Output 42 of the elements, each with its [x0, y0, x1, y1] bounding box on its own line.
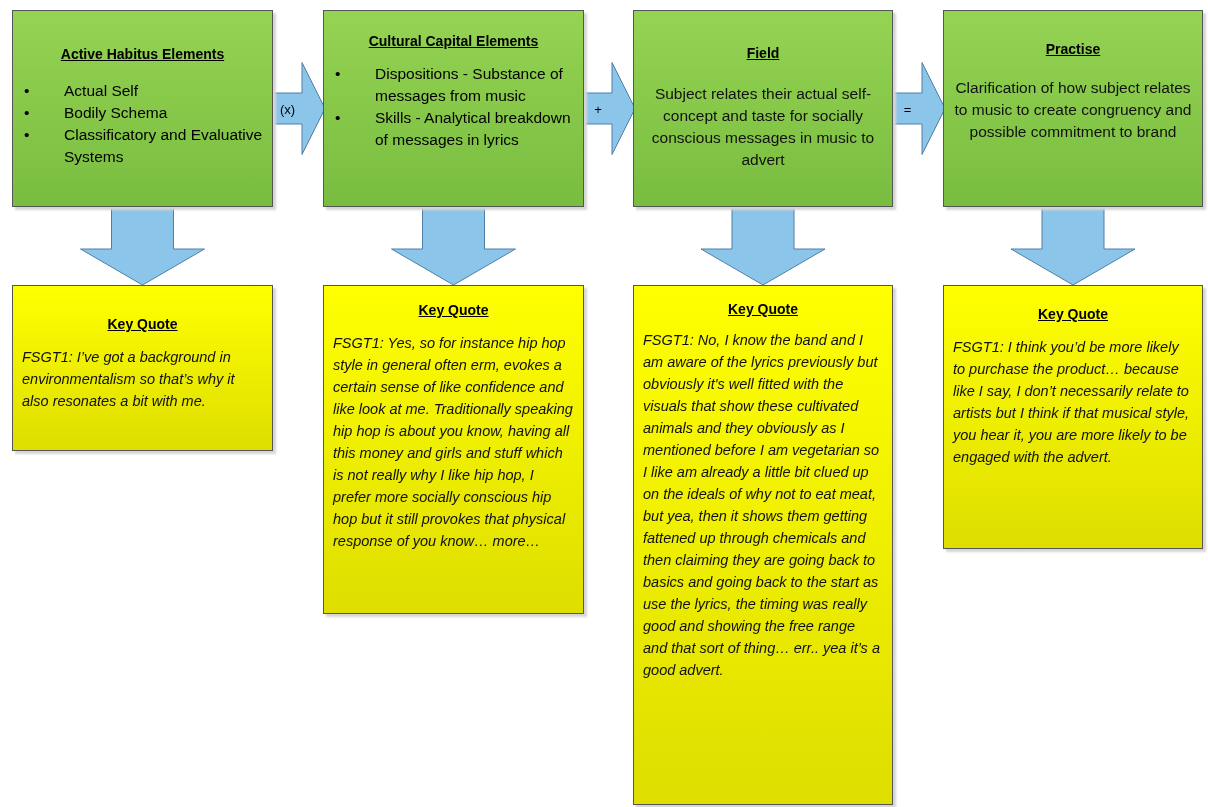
- quote-box: [943, 285, 1203, 549]
- edge-label: (x): [279, 101, 296, 116]
- quote-text: FSGT1: I’ve got a background in environmentalism so that’s why it also resonates a bit with me.: [22, 348, 236, 411]
- box-text: Clarification of how subject relates to music to create congruency and possible commitment to brand: [953, 78, 1193, 142]
- bullet-item: Dispositions - Substance of messages from music: [375, 64, 564, 106]
- process-box: [12, 10, 273, 207]
- box-heading: Active Habitus Elements: [60, 46, 225, 62]
- block-arrow: [391, 206, 516, 286]
- bullet-mark: •: [335, 109, 341, 126]
- bullet-item: Skills - Analytical breakdown of messages in lyrics: [375, 108, 572, 150]
- bullet-mark: •: [24, 82, 30, 99]
- edge-label: =: [903, 101, 912, 116]
- bullet-mark: •: [335, 65, 341, 82]
- quote-box: [323, 285, 584, 614]
- box-text: Subject relates their actual self-concept and taste for socially conscious messages in music to advert: [650, 84, 876, 170]
- quote-text: FSGT1: No, I know the band and I am aware of the lyrics previously but obviously it's well fitted with the visuals that show these cultivated animals and they obviously as I mentioned before I am vegetarian so I like am already a little bit clued up on the ideals of why not to eat meat, but yea, then it shows them getting fattened up through chemicals and then claiming they are going back to basics and going back to the start as use the lyrics, the timing was really good and showing the free range and that sort of thing… err.. yea it’s a good advert.: [643, 331, 881, 680]
- block-arrow: [80, 206, 205, 286]
- block-arrow: [1010, 206, 1136, 286]
- block-arrow: [272, 62, 326, 155]
- bullet-mark: •: [24, 126, 30, 143]
- box-heading: Key Quote: [728, 301, 798, 317]
- quote-text: FSGT1: I think you’d be more likely to purchase the product… because like I say, I don’t necessarily relate to artists but I think if that musical style, you hear it, you are more likely to be engaged with the advert.: [953, 338, 1191, 467]
- quote-text: FSGT1: Yes, so for instance hip hop style in general often erm, evokes a certain sense of like confidence and like look at me. Traditionally speaking hip hop is about you know, having all this money and girls and stuff which is not really why I like hip hop, I prefer more socially conscious hip hop but it still provokes that physical response of you know… more…: [333, 334, 574, 551]
- process-box: [323, 10, 584, 207]
- block-arrow: [700, 206, 826, 286]
- box-heading: Field: [746, 45, 780, 61]
- box-heading: Cultural Capital Elements: [368, 33, 539, 49]
- box-heading: Practise: [1045, 41, 1101, 57]
- block-arrow: [892, 62, 946, 155]
- box-heading: Key Quote: [1038, 306, 1108, 322]
- edge-label: +: [594, 101, 602, 116]
- quote-box: [633, 285, 893, 805]
- block-arrow: [583, 62, 636, 155]
- process-box: [633, 10, 893, 207]
- bullet-item: Bodily Schema: [64, 103, 169, 123]
- bullet-item: Classificatory and Evaluative Systems: [64, 125, 263, 167]
- box-heading: Key Quote: [418, 302, 489, 318]
- box-heading: Key Quote: [107, 316, 178, 332]
- bullet-item: Actual Self: [64, 81, 140, 101]
- process-box: [943, 10, 1203, 207]
- quote-box: [12, 285, 273, 451]
- bullet-mark: •: [24, 104, 30, 121]
